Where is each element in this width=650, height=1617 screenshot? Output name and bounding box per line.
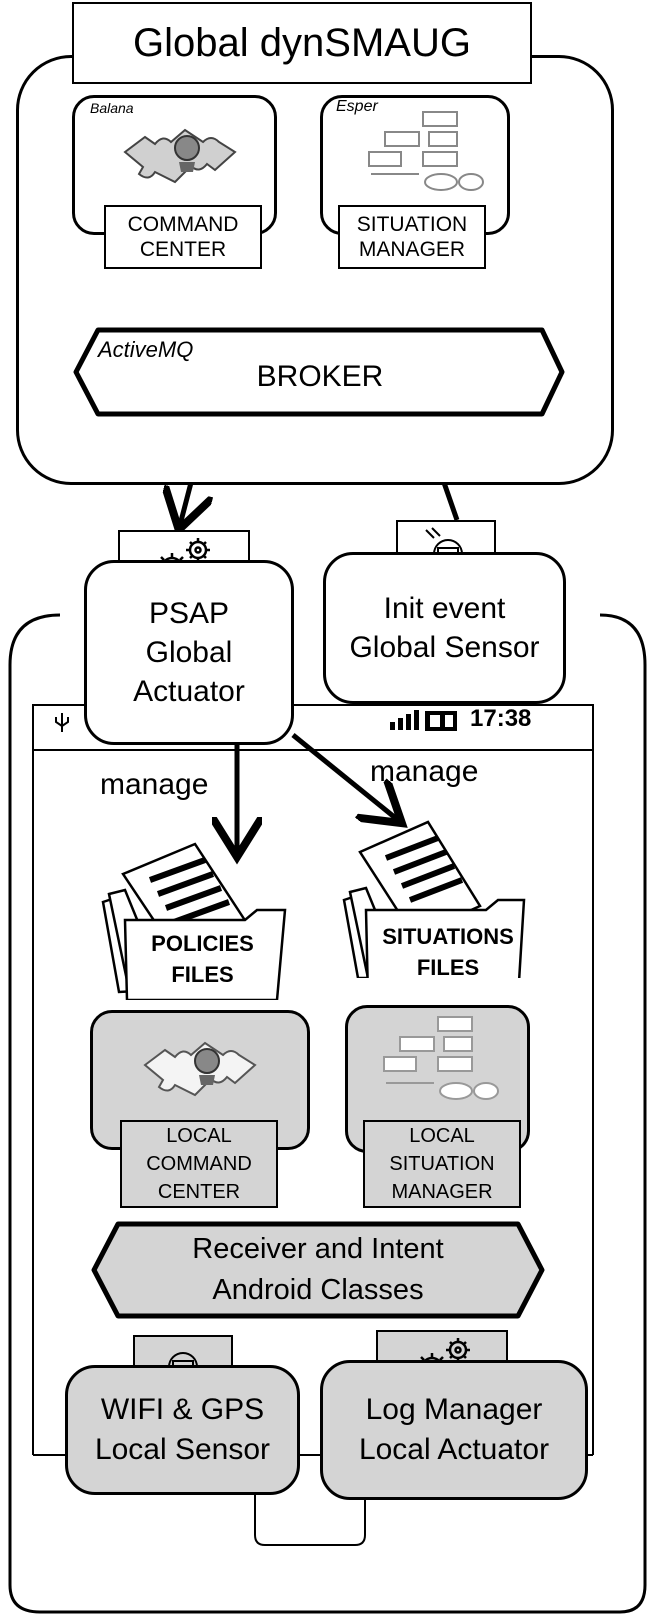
local-situation-manager-label: LOCAL SITUATION MANAGER: [363, 1120, 521, 1208]
flowchart-icon: [368, 111, 484, 191]
policies-document-icon: [101, 842, 287, 1000]
broker-label: BROKER: [256, 360, 384, 393]
policies-files-label: POLICIES FILES: [151, 931, 254, 987]
broker-shape: [73, 327, 565, 417]
balana-label: Balana: [90, 100, 134, 116]
receiver-label: Receiver and Intent Android Classes: [192, 1233, 444, 1306]
init-event-global-sensor: Init event Global Sensor: [323, 552, 566, 704]
log-manager-local-actuator: Log Manager Local Actuator: [320, 1360, 588, 1500]
signal-icon: [390, 710, 419, 730]
puzzle-icon: [123, 128, 237, 184]
local-command-center-label: LOCAL COMMAND CENTER: [120, 1120, 278, 1208]
usb-icon: [55, 713, 69, 732]
psap-global-actuator: PSAP Global Actuator: [84, 560, 294, 745]
activemq-label: ActiveMQ: [98, 337, 194, 362]
psap-to-situations-arrow: [291, 733, 398, 820]
esper-label: Esper: [336, 98, 378, 115]
status-time: 17:38: [470, 705, 532, 732]
situations-document-icon: [342, 820, 526, 978]
manage-label-right: manage: [370, 755, 479, 788]
global-title: Global dynSMAUG: [72, 2, 532, 84]
local-puzzle-icon: [143, 1041, 257, 1097]
situations-files-label: SITUATIONS FILES: [382, 924, 514, 980]
manage-label-left: manage: [100, 768, 209, 801]
battery-icon: [425, 711, 457, 731]
receiver-shape: [91, 1221, 545, 1319]
situation-manager-box: SITUATION MANAGER: [338, 205, 486, 269]
command-center-box: COMMAND CENTER: [104, 205, 262, 269]
wifi-gps-local-sensor: WIFI & GPS Local Sensor: [65, 1365, 300, 1495]
local-flowchart-icon: [383, 1016, 499, 1100]
